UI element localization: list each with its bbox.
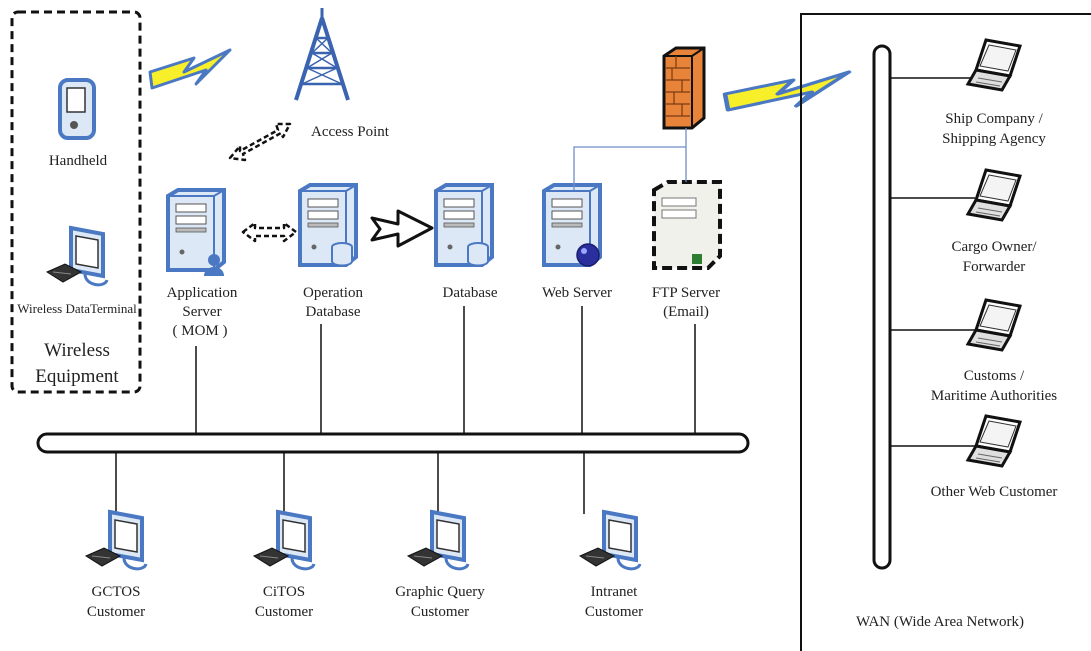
graphic-query-customer-label-line1: Graphic Query: [395, 584, 485, 600]
pda-icon: [58, 78, 96, 140]
customs-label-line1: Customs /: [964, 368, 1025, 384]
application-server[interactable]: Application Server ( MOM ): [166, 188, 238, 339]
firewall[interactable]: [662, 46, 706, 130]
ship-company-client[interactable]: Ship Company / Shipping Agency: [942, 38, 1046, 147]
gctos-customer[interactable]: GCTOS Customer: [84, 510, 148, 620]
web-server-label: Web Server: [542, 285, 612, 301]
intranet-customer[interactable]: Intranet Customer: [578, 510, 643, 620]
wireless-terminal-icon: [45, 226, 109, 287]
server-tower-icon: [434, 183, 494, 267]
citos-customer[interactable]: CiTOS Customer: [252, 510, 316, 620]
ftp-server-label-line2: (Email): [663, 304, 709, 320]
application-server-label-line1: Application: [167, 285, 238, 301]
wireless-terminal-label: Wireless DataTerminal: [17, 301, 137, 316]
handheld-label: Handheld: [49, 153, 108, 169]
ftp-server-label-line1: FTP Server: [652, 285, 720, 301]
laptop-icon: [966, 414, 1022, 468]
wireless-equipment-title-line1: Wireless: [44, 340, 110, 361]
application-server-label-line3: ( MOM ): [173, 323, 228, 339]
ship-company-label-line2: Shipping Agency: [942, 131, 1046, 147]
antenna-tower-icon: [294, 8, 350, 101]
intranet-customer-label-line2: Customer: [585, 604, 643, 620]
gctos-customer-label-line1: GCTOS: [92, 584, 141, 600]
operation-database-label-line1: Operation: [303, 285, 363, 301]
cargo-owner-label-line2: Forwarder: [963, 259, 1025, 275]
replication-arrow: [241, 221, 298, 243]
laptop-icon: [966, 38, 1022, 92]
wireless-equipment-title-line2: Equipment: [35, 366, 119, 387]
cargo-owner-label-line1: Cargo Owner/: [951, 239, 1037, 255]
graphic-query-customer[interactable]: Graphic Query Customer: [395, 510, 485, 620]
other-web-customer-label: Other Web Customer: [931, 484, 1058, 500]
customs-client[interactable]: Customs / Maritime Authorities: [931, 298, 1057, 404]
handheld[interactable]: Handheld: [49, 78, 108, 169]
laptop-icon: [966, 298, 1022, 352]
wireless-link-arrow: [228, 122, 292, 162]
database[interactable]: Database: [434, 183, 498, 301]
wireless-equipment-group: [10, 10, 142, 394]
server-tower-icon: [542, 183, 602, 267]
web-server[interactable]: Web Server: [542, 183, 612, 301]
application-server-label-line2: Server: [182, 304, 221, 320]
server-tower-icon: [298, 183, 358, 267]
desktop-computer-icon: [406, 510, 470, 571]
gctos-customer-label-line2: Customer: [87, 604, 145, 620]
ftp-server[interactable]: FTP Server (Email): [652, 180, 722, 320]
wan-bus: [872, 44, 892, 570]
lightning-link-icon: [725, 72, 849, 110]
desktop-computer-icon: [578, 510, 642, 571]
access-point[interactable]: Access Point: [294, 8, 390, 140]
lan-drop-lines: [115, 306, 696, 514]
server-tower-icon: [652, 180, 722, 270]
operation-database[interactable]: Operation Database: [298, 183, 363, 320]
citos-customer-label-line2: Customer: [255, 604, 313, 620]
desktop-computer-icon: [84, 510, 148, 571]
data-flow-arrow: [370, 209, 434, 248]
database-label: Database: [443, 285, 498, 301]
customs-label-line2: Maritime Authorities: [931, 388, 1057, 404]
access-point-label: Access Point: [311, 124, 390, 140]
wan-label: WAN (Wide Area Network): [856, 614, 1024, 630]
wan-region: [800, 13, 1091, 651]
wan-drop-lines: [890, 77, 975, 447]
wireless-data-terminal[interactable]: Wireless DataTerminal: [17, 226, 137, 316]
operation-database-label-line2: Database: [306, 304, 361, 320]
other-web-customer-client[interactable]: Other Web Customer: [931, 414, 1058, 500]
firewall-link: [573, 146, 687, 190]
graphic-query-customer-label-line2: Customer: [411, 604, 469, 620]
brick-firewall-icon: [662, 46, 706, 130]
citos-customer-label-line1: CiTOS: [263, 584, 305, 600]
cargo-owner-client[interactable]: Cargo Owner/ Forwarder: [951, 168, 1037, 275]
desktop-computer-icon: [252, 510, 316, 571]
laptop-icon: [966, 168, 1022, 222]
ship-company-label-line1: Ship Company /: [945, 111, 1043, 127]
server-tower-icon: [166, 188, 226, 276]
intranet-customer-label-line1: Intranet: [591, 584, 638, 600]
lightning-link-icon: [148, 48, 232, 90]
lan-bus: [36, 432, 750, 454]
